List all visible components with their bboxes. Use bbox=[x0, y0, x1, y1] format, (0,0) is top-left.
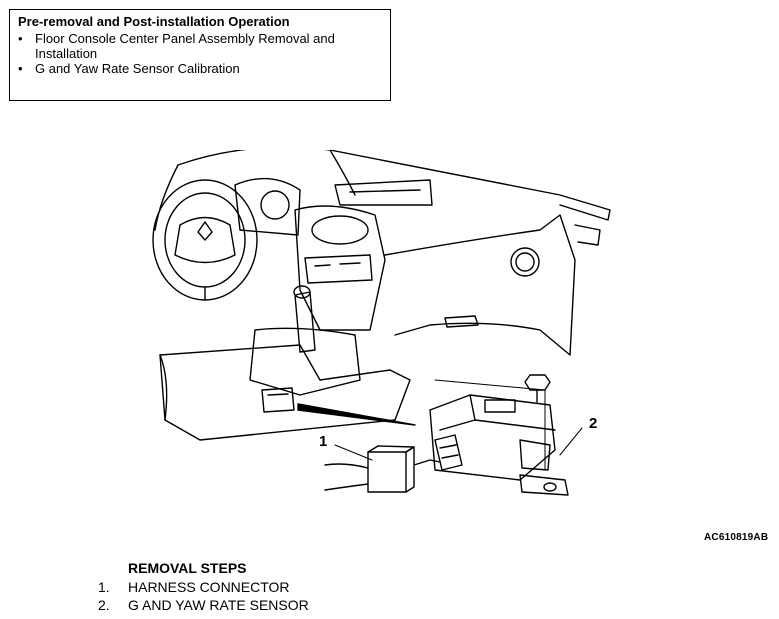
note-item: • G and Yaw Rate Sensor Calibration bbox=[18, 61, 382, 76]
note-item-text: Floor Console Center Panel Assembly Remo… bbox=[35, 31, 335, 46]
note-item: • Floor Console Center Panel Assembly Re… bbox=[18, 31, 382, 61]
note-list: • Floor Console Center Panel Assembly Re… bbox=[18, 31, 382, 76]
figure-reference-code: AC610819AB bbox=[704, 532, 769, 543]
step-label: HARNESS CONNECTOR bbox=[128, 579, 290, 595]
step-number: 2. bbox=[98, 597, 110, 613]
pre-removal-note-box: Pre-removal and Post-installation Operat… bbox=[9, 9, 391, 101]
step-item: 1. HARNESS CONNECTOR bbox=[96, 578, 309, 596]
removal-steps: REMOVAL STEPS 1. HARNESS CONNECTOR 2. G … bbox=[96, 560, 309, 614]
bullet-icon: • bbox=[18, 61, 23, 76]
step-item: 2. G AND YAW RATE SENSOR bbox=[96, 596, 309, 614]
step-label: G AND YAW RATE SENSOR bbox=[128, 597, 309, 613]
callout-2: 2 bbox=[589, 415, 598, 432]
note-item-text-continued: Installation bbox=[35, 46, 98, 61]
removal-steps-title: REMOVAL STEPS bbox=[128, 560, 247, 576]
note-item-text: G and Yaw Rate Sensor Calibration bbox=[35, 61, 240, 76]
callout-1: 1 bbox=[319, 433, 328, 450]
dashboard-illustration bbox=[152, 150, 611, 496]
bullet-icon: • bbox=[18, 31, 23, 46]
step-number: 1. bbox=[98, 579, 110, 595]
note-title: Pre-removal and Post-installation Operat… bbox=[18, 14, 290, 29]
